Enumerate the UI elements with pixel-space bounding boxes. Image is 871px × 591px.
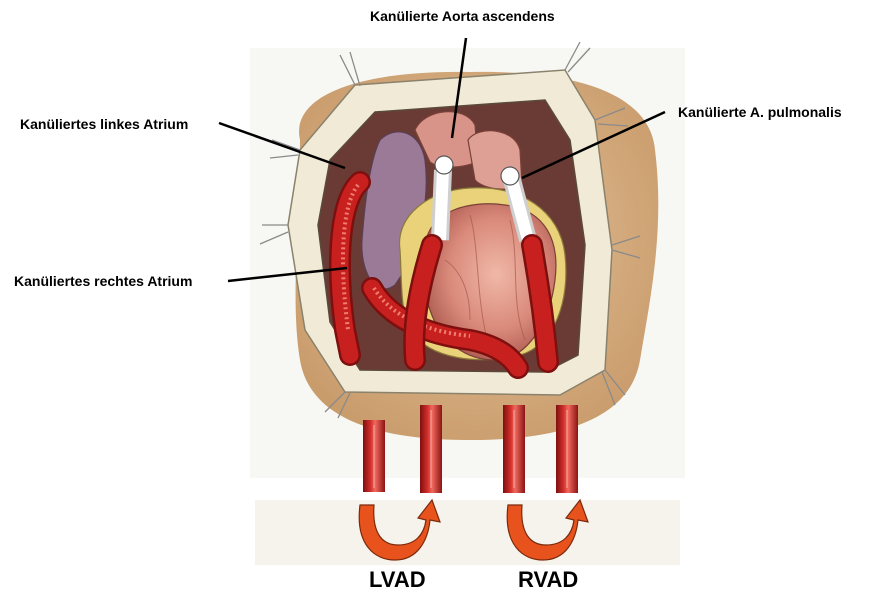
label-rvad: RVAD: [518, 568, 578, 591]
label-aorta: Kanülierte Aorta ascendens: [370, 8, 555, 24]
label-right-atrium: Kanüliertes rechtes Atrium: [14, 273, 192, 289]
label-left-atrium: Kanüliertes linkes Atrium: [20, 116, 188, 132]
label-lvad: LVAD: [369, 568, 426, 591]
label-pulmonary-artery: Kanülierte A. pulmonalis: [678, 104, 842, 120]
backdrop-strip: [255, 500, 680, 565]
